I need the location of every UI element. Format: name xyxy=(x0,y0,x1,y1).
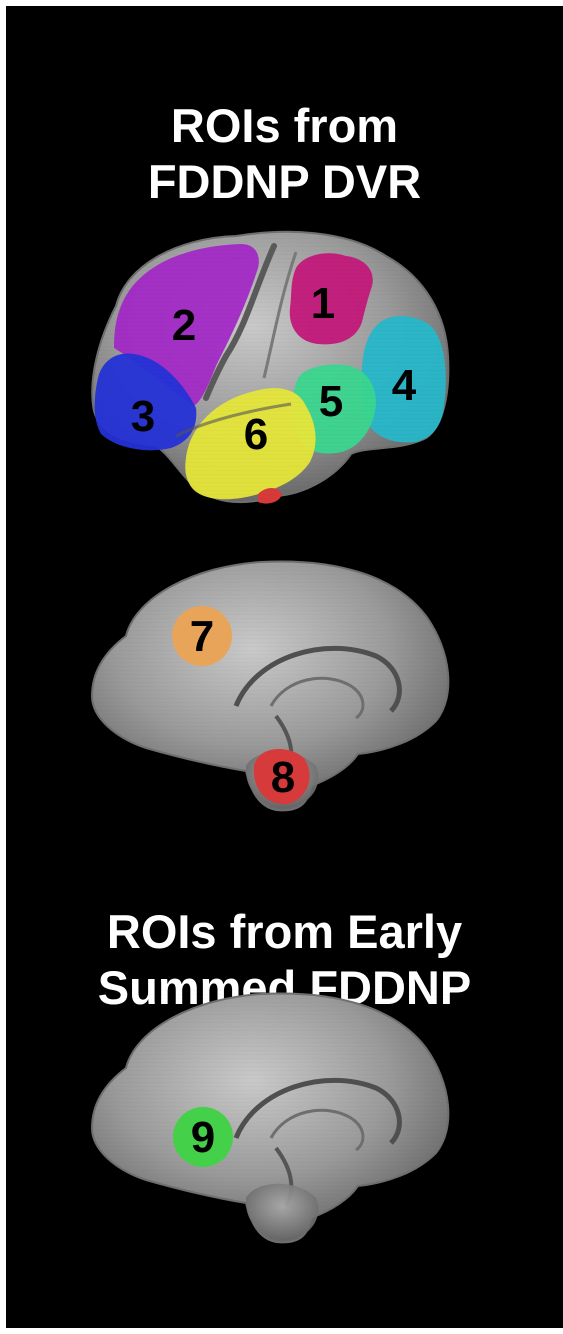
medial-brain-2: 9 xyxy=(90,990,460,1246)
roi-label-4: 4 xyxy=(392,361,417,410)
roi-label-7: 7 xyxy=(190,612,214,661)
roi-label-3: 3 xyxy=(131,392,155,441)
lateral-brain: 1 2 3 4 5 6 xyxy=(91,232,451,506)
figure-panel: ROIs from FDDNP DVR ROIs from Early Summ… xyxy=(6,6,563,1328)
roi-label-6: 6 xyxy=(244,410,268,459)
roi-label-1: 1 xyxy=(311,279,335,328)
brain-illustrations: 1 2 3 4 5 6 7 8 xyxy=(6,6,563,1328)
medial-brain-1: 7 8 xyxy=(90,558,460,814)
roi-label-2: 2 xyxy=(172,301,196,350)
roi-label-5: 5 xyxy=(319,377,343,426)
roi-label-9: 9 xyxy=(191,1113,215,1162)
roi-label-8: 8 xyxy=(271,753,295,802)
